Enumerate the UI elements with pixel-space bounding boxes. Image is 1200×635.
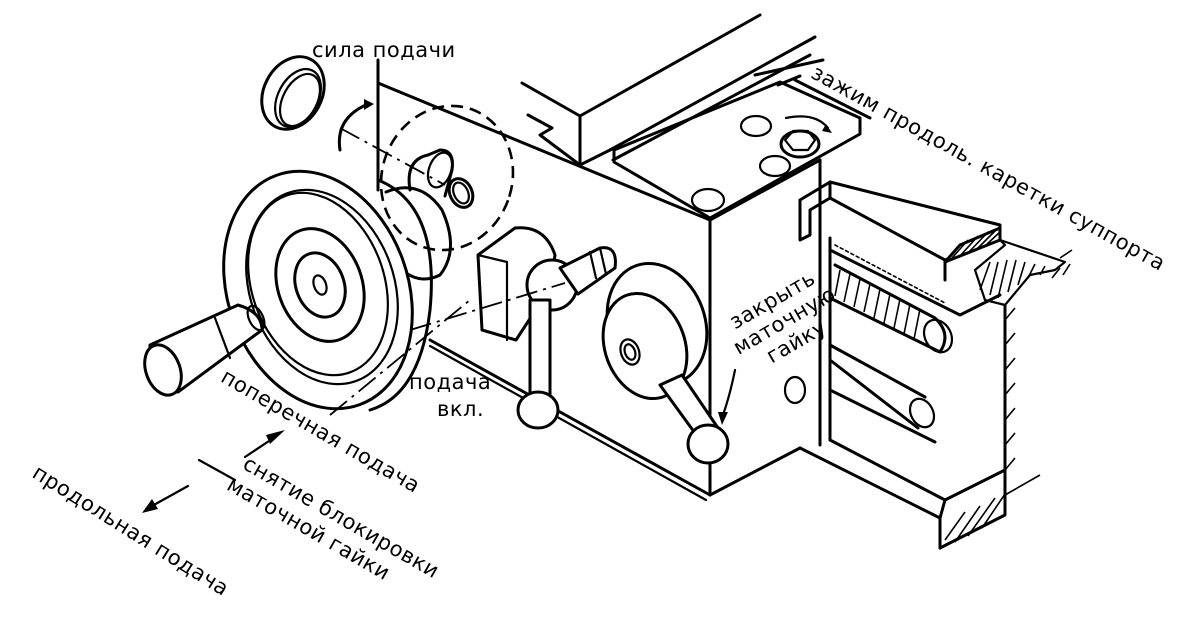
saddle-clamp-bolt[interactable] <box>779 115 832 159</box>
feed-engage-lever[interactable] <box>476 226 617 430</box>
bolt-hole-icon <box>739 114 773 138</box>
axis-line <box>409 282 566 331</box>
label-feed-on-line2: вкл. <box>437 397 485 421</box>
axis-line <box>329 299 471 416</box>
axis-line <box>339 127 446 186</box>
arrow-icon <box>721 368 737 417</box>
detail-circle <box>379 104 515 252</box>
feed-clutch-knob[interactable] <box>384 148 477 281</box>
bolt-hole-icon <box>690 187 726 213</box>
section-hatching <box>943 226 1073 543</box>
bolt-hole-icon <box>758 154 792 178</box>
leader-line <box>197 458 237 482</box>
lead-screw <box>828 263 954 354</box>
lever-ball-icon <box>516 390 560 430</box>
guideway <box>520 13 825 167</box>
halfnut-lever[interactable] <box>589 249 730 465</box>
rotate-arrow-icon <box>784 115 830 130</box>
feed-force-ring <box>260 55 326 131</box>
lever-ball-icon <box>686 423 730 465</box>
feed-rod <box>828 343 936 430</box>
label-feed-force: сила подачи <box>312 38 456 62</box>
apron-hole-icon <box>783 375 807 405</box>
saddle-top-plate <box>612 74 872 497</box>
cutaway-section <box>798 180 1073 550</box>
longitudinal-feed-arrow <box>142 484 190 513</box>
cross-feed-arrow <box>243 430 285 459</box>
rotate-arrow-icon <box>337 102 370 152</box>
hub-hole-icon <box>312 274 328 296</box>
handwheel-grip[interactable] <box>138 303 268 400</box>
apron-body <box>376 81 822 502</box>
label-feed-on-line1: подача <box>409 370 492 394</box>
